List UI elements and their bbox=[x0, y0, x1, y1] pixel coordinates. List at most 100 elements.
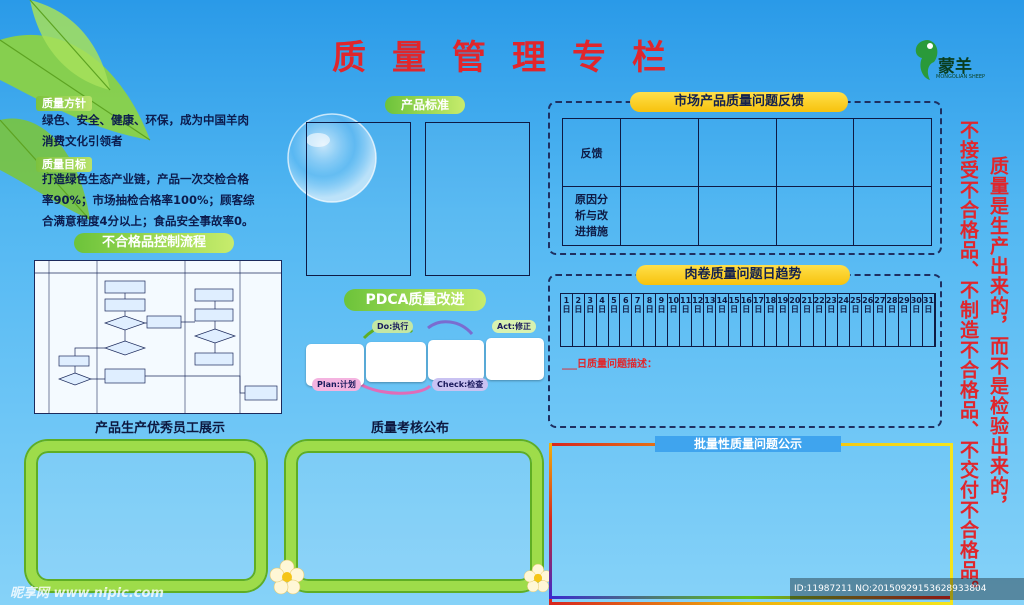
table-cell bbox=[620, 118, 699, 187]
check-card bbox=[428, 340, 484, 380]
row-label-analysis: 原因分 析与改 进措施 bbox=[562, 186, 621, 246]
do-card bbox=[366, 342, 426, 382]
trend-day-number: 28 bbox=[886, 296, 898, 305]
check-label: Check:检查 bbox=[432, 378, 489, 391]
trend-day-unit: 日 bbox=[609, 305, 618, 314]
table-cell bbox=[620, 186, 699, 246]
trend-day-number: 6 bbox=[623, 296, 629, 305]
trend-describe: ___日质量问题描述： bbox=[562, 359, 657, 370]
batch-title: 批量性质量问题公示 bbox=[655, 436, 841, 452]
trend-day-number: 3 bbox=[587, 296, 593, 305]
trend-day-number: 18 bbox=[765, 296, 777, 305]
bubble-decoration bbox=[287, 113, 377, 203]
trend-day-number: 27 bbox=[874, 296, 886, 305]
do-label: Do:执行 bbox=[372, 320, 414, 333]
table-cell bbox=[697, 118, 777, 187]
standard-title: 产品标准 bbox=[385, 96, 465, 114]
trend-day-number: 17 bbox=[752, 296, 764, 305]
goal-line: 打造绿色生态产业链，产品一次交检合格 bbox=[42, 172, 249, 186]
table-cell bbox=[853, 118, 932, 187]
trend-day-number: 11 bbox=[680, 296, 692, 305]
trend-day-number: 24 bbox=[837, 296, 849, 305]
trend-day-number: 8 bbox=[646, 296, 653, 305]
pdca-title: PDCA质量改进 bbox=[344, 289, 486, 311]
slogan-col-2: 不接受不合格品、不制造不合格品、不交付不合格品。 bbox=[957, 120, 979, 600]
watermark-left: 昵享网 www.nipic.com bbox=[10, 586, 164, 601]
nonconform-title: 不合格品控制流程 bbox=[74, 233, 234, 253]
trend-day-number: 23 bbox=[825, 296, 837, 305]
trend-day-unit: 日 bbox=[574, 305, 583, 314]
trend-day-number: 4 bbox=[599, 296, 605, 305]
trend-day-unit: 日 bbox=[924, 305, 933, 314]
trend-day-unit: 日 bbox=[790, 305, 799, 314]
trend-day-unit: 日 bbox=[875, 305, 884, 314]
trend-day-number: 14 bbox=[716, 296, 728, 305]
batch-left-edge bbox=[549, 443, 552, 599]
trend-day-unit: 日 bbox=[827, 305, 836, 314]
policy-line: 绿色、安全、健康、环保，成为中国羊肉 bbox=[42, 113, 249, 127]
trend-day-unit: 日 bbox=[802, 305, 811, 314]
table-cell bbox=[697, 186, 777, 246]
table-cell bbox=[775, 186, 855, 246]
trend-day-number: 21 bbox=[801, 296, 813, 305]
policy-text: 绿色、安全、健康、环保，成为中国羊肉 消费文化引领者 bbox=[42, 110, 249, 152]
table-cell bbox=[775, 118, 855, 187]
trend-title: 肉卷质量问题日趋势 bbox=[636, 265, 850, 285]
slogan-col-1: 质量是生产出来的，而不是检验出来的， bbox=[987, 156, 1009, 516]
trend-day-unit: 日 bbox=[815, 305, 824, 314]
trend-day-unit: 日 bbox=[633, 305, 642, 314]
trend-day-unit: 日 bbox=[586, 305, 595, 314]
goal-section: 质量目标 bbox=[36, 153, 92, 172]
goal-line: 合满意程度4分以上；食品安全事故率0。 bbox=[42, 214, 254, 228]
trend-day-unit: 日 bbox=[718, 305, 726, 314]
nonconform-flowchart bbox=[34, 260, 282, 414]
trend-day-number: 13 bbox=[704, 296, 716, 305]
trend-day-number: 20 bbox=[789, 296, 801, 305]
trend-day-number: 16 bbox=[740, 296, 752, 305]
trend-day-unit: 日 bbox=[766, 305, 775, 314]
trend-day-number: 12 bbox=[692, 296, 704, 305]
logo-icon bbox=[915, 40, 938, 80]
standard-frame-right bbox=[425, 122, 530, 276]
act-label: Act:修正 bbox=[492, 320, 536, 333]
policy-section: 质量方针 bbox=[36, 92, 92, 111]
trend-day-number: 29 bbox=[898, 296, 910, 305]
trend-day-number: 25 bbox=[849, 296, 862, 305]
row-label-line: 进措施 bbox=[575, 225, 608, 238]
page-title: 质量管理专栏 bbox=[332, 38, 692, 78]
logo-english: MONGOLIAN SHEEP bbox=[936, 74, 986, 80]
trend-day-unit: 日 bbox=[863, 305, 872, 314]
trend-day-number: 19 bbox=[777, 296, 789, 305]
policy-line: 消费文化引领者 bbox=[42, 134, 123, 148]
act-card bbox=[486, 338, 544, 380]
trend-day-unit: 日 bbox=[681, 305, 690, 314]
trend-day-number: 9 bbox=[658, 296, 665, 305]
trend-day-unit: 日 bbox=[657, 305, 666, 314]
trend-day-unit: 日 bbox=[730, 305, 739, 314]
market-title: 市场产品质量问题反馈 bbox=[630, 92, 848, 112]
table-cell bbox=[853, 186, 932, 246]
